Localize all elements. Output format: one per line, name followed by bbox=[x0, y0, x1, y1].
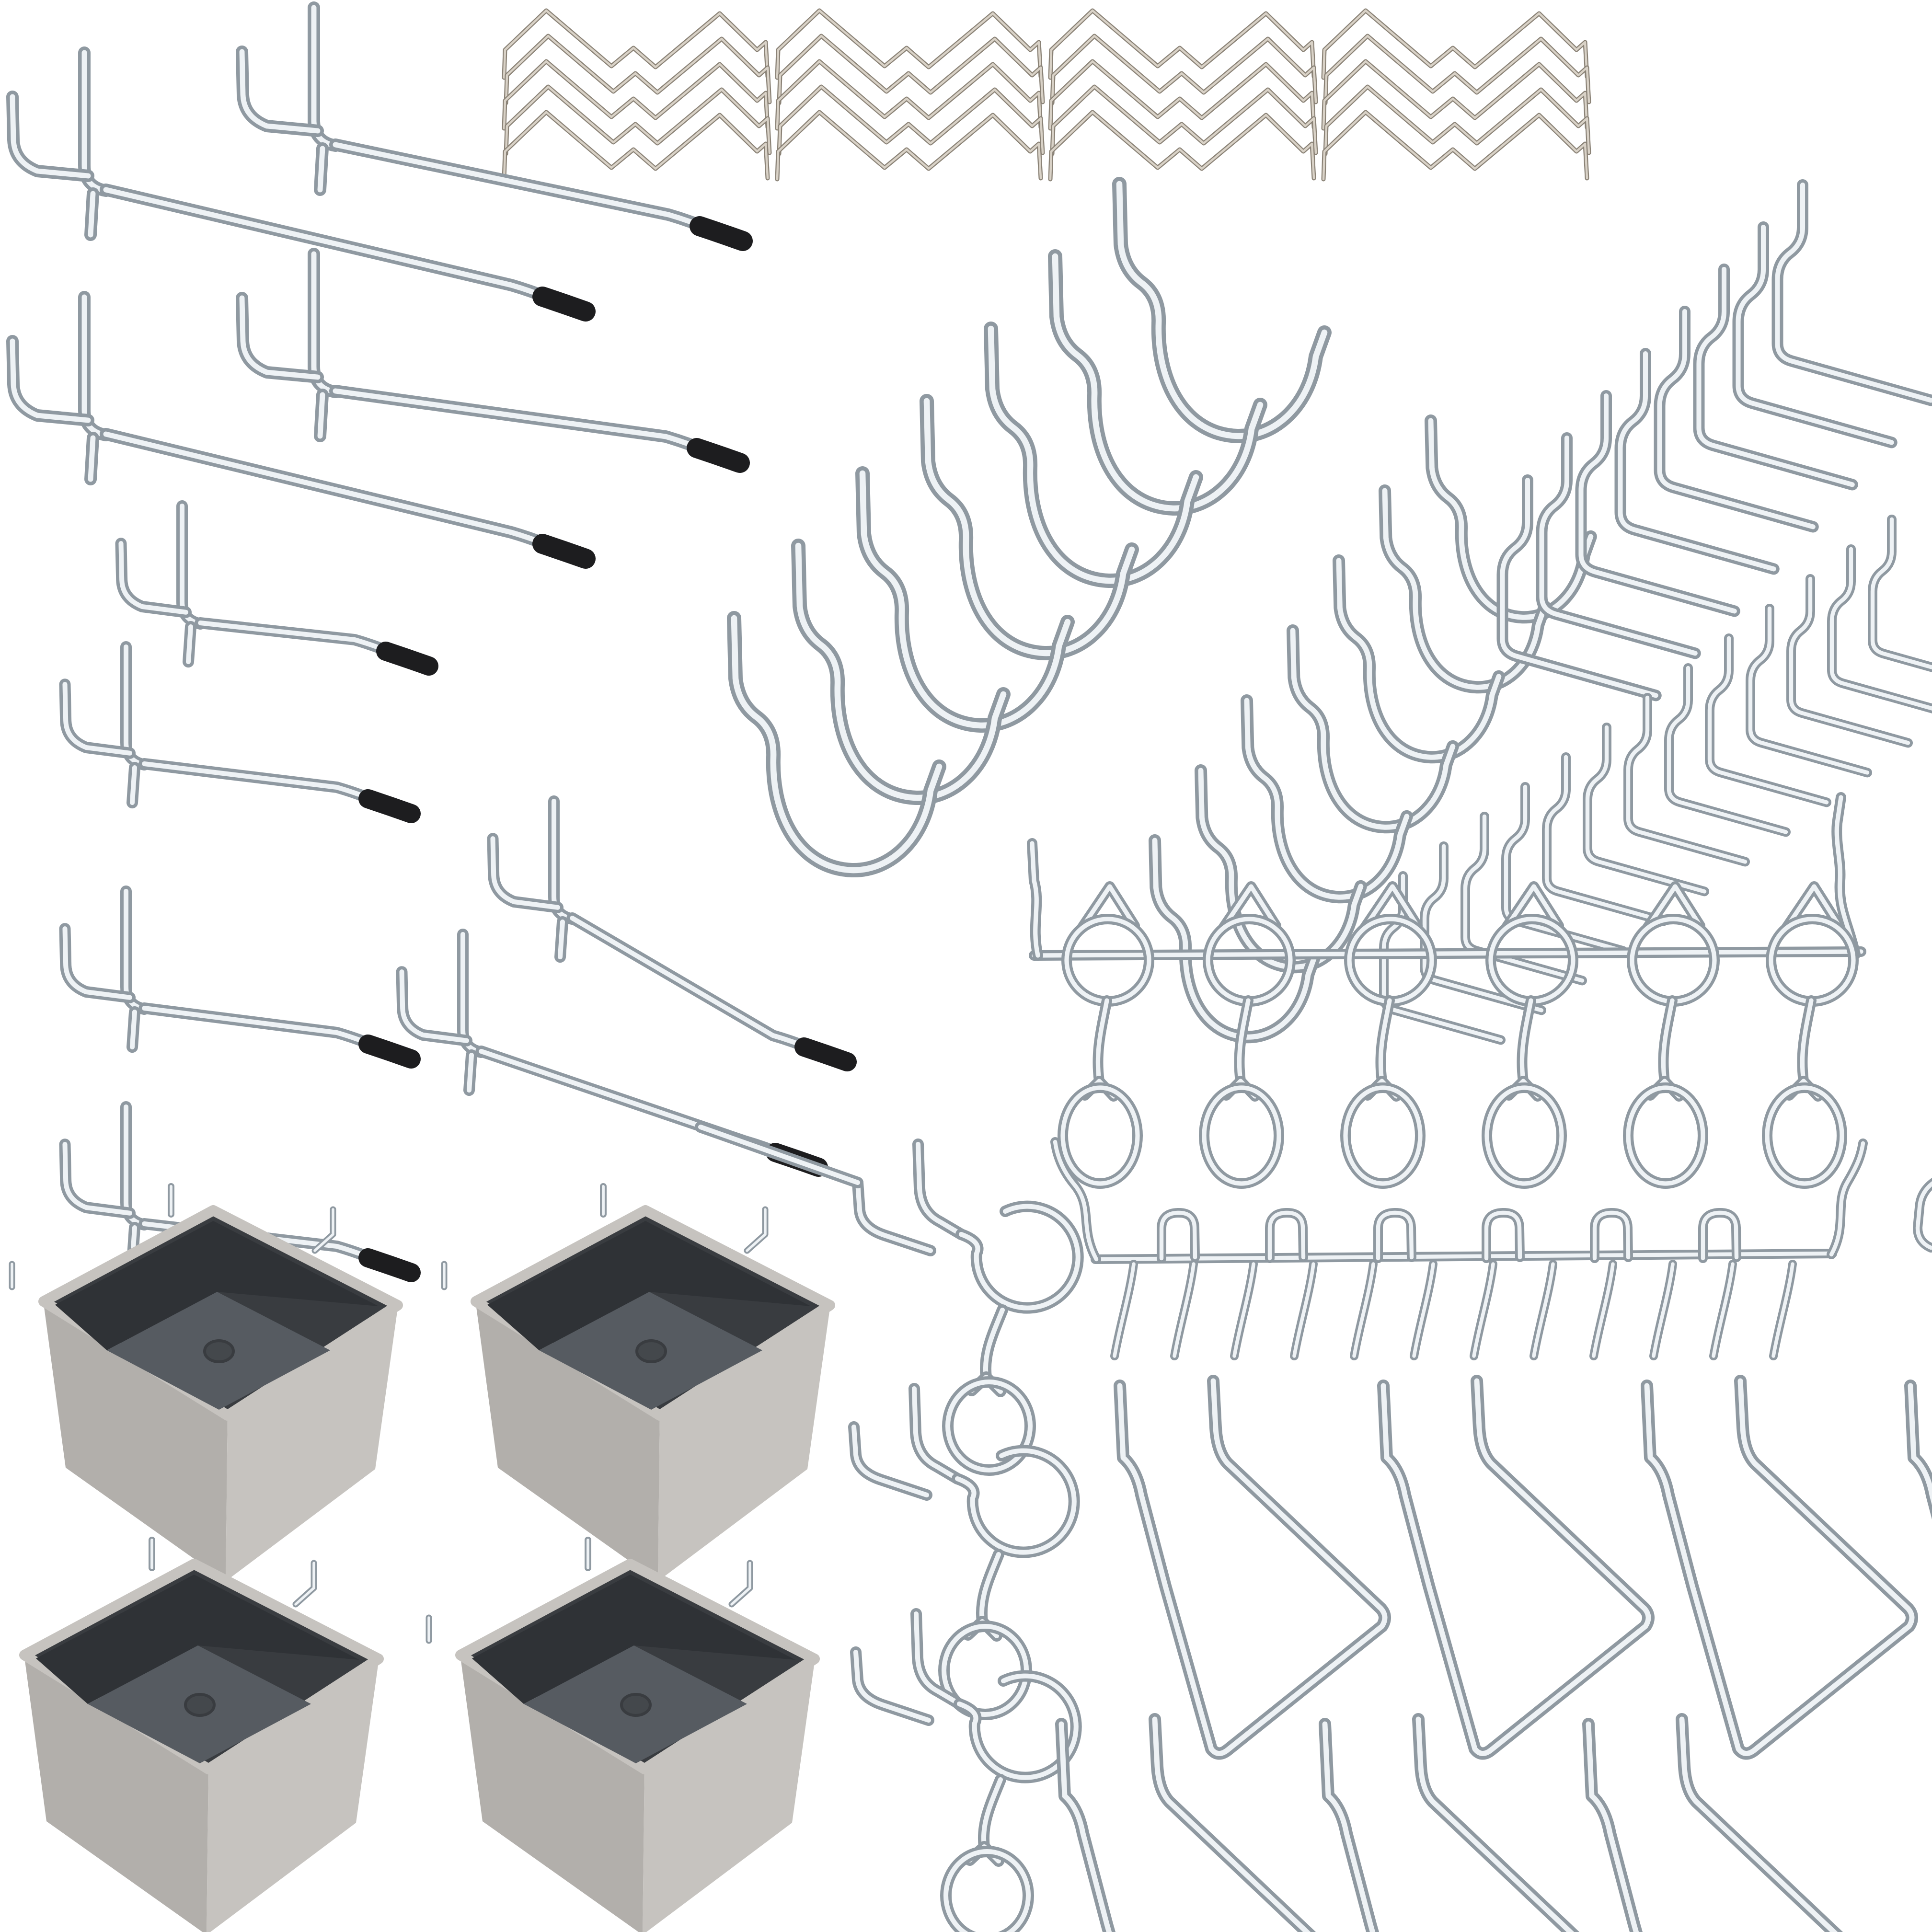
angled-l-hook bbox=[1623, 693, 1750, 867]
rack-loop bbox=[1482, 1208, 1525, 1263]
rack-prong bbox=[1290, 1260, 1318, 1360]
angled-l-hook bbox=[1614, 348, 1780, 575]
ring-hanger bbox=[1058, 881, 1154, 1189]
double-ring-hooks-group bbox=[695, 1121, 1084, 1932]
ring-hanger bbox=[1482, 881, 1578, 1189]
pegboard-hook bbox=[6, 46, 596, 322]
short-hooks-group bbox=[59, 500, 438, 1282]
rack-prong bbox=[1709, 1260, 1737, 1360]
pegboard-hook bbox=[115, 500, 438, 676]
angled-l-hook bbox=[1496, 474, 1662, 702]
v-hook bbox=[1904, 1380, 1932, 1520]
rack-loop bbox=[1698, 1208, 1741, 1263]
rack-prong bbox=[1649, 1260, 1677, 1360]
curved-j-hook bbox=[984, 322, 1203, 588]
ring-hanger bbox=[1762, 881, 1859, 1189]
curved-j-hook bbox=[1149, 834, 1321, 1044]
clip-stack bbox=[1321, 8, 1591, 182]
angled-l-hook bbox=[1501, 782, 1628, 956]
curved-j-hook bbox=[1048, 249, 1267, 516]
angled-l-hook bbox=[1583, 723, 1709, 897]
pegboard-hook bbox=[6, 291, 596, 569]
angled-l-hook bbox=[1575, 390, 1740, 617]
crossed-hooks-group bbox=[396, 795, 857, 1177]
rack-prong bbox=[1769, 1260, 1797, 1360]
rack-prong bbox=[1110, 1260, 1138, 1360]
curved-j-hook bbox=[1112, 177, 1332, 444]
pegboard-hook bbox=[487, 795, 857, 1071]
rack-loop bbox=[1590, 1208, 1633, 1263]
v-hook bbox=[1114, 1375, 1391, 1760]
pegboard-hook bbox=[236, 248, 750, 473]
plastic-bins-group bbox=[9, 1183, 835, 1932]
angled-l-hook bbox=[1786, 574, 1913, 748]
curved-j-hook bbox=[920, 394, 1139, 661]
angled-l-hook bbox=[1705, 633, 1831, 807]
rack-prong bbox=[1530, 1260, 1557, 1360]
rack-prong bbox=[1589, 1260, 1617, 1360]
v-hook bbox=[1377, 1375, 1655, 1760]
curved-j-hook bbox=[1379, 484, 1551, 694]
rack-prong bbox=[1410, 1260, 1438, 1360]
curved-j-hook bbox=[1333, 554, 1505, 764]
ring-hanger bbox=[1340, 881, 1437, 1189]
angled-l-hook bbox=[1693, 264, 1858, 491]
long-hooks-group bbox=[6, 1, 753, 569]
pegboard-hook bbox=[396, 929, 828, 1177]
curved-j-hook bbox=[727, 611, 946, 878]
angled-l-hook bbox=[1654, 306, 1819, 533]
rack-prong bbox=[1170, 1260, 1198, 1360]
angled-l-hook bbox=[1732, 221, 1898, 448]
rack-prong bbox=[1470, 1260, 1497, 1360]
v-hook bbox=[1582, 1713, 1843, 1932]
curved-j-hook bbox=[1241, 694, 1413, 904]
edge-hook-fragment bbox=[1913, 1178, 1932, 1253]
prong-tool-rack bbox=[1050, 1137, 1868, 1360]
curved-j-hook bbox=[791, 539, 1011, 805]
clip-stack bbox=[502, 8, 772, 182]
v-hook bbox=[1055, 1713, 1316, 1932]
pegboard-hook bbox=[236, 1, 753, 251]
v-hook bbox=[1641, 1375, 1918, 1760]
plastic-bin bbox=[441, 1183, 835, 1581]
spring-wire-clips-group bbox=[502, 8, 1591, 182]
l-hooks-small-group bbox=[1379, 515, 1932, 1253]
pegboard-hook bbox=[59, 886, 421, 1069]
angled-l-hook bbox=[1420, 841, 1546, 1015]
angled-l-hook bbox=[1542, 752, 1668, 926]
double-ring-hook bbox=[695, 1121, 1084, 1476]
angled-l-hook bbox=[1771, 179, 1932, 406]
clip-stack bbox=[775, 8, 1045, 182]
rack-loop bbox=[1265, 1208, 1308, 1263]
clip-stack bbox=[1048, 8, 1318, 182]
ring-hanger bbox=[1623, 881, 1720, 1189]
rack-prong bbox=[1350, 1260, 1378, 1360]
angled-l-hook bbox=[1827, 544, 1932, 713]
curved-j-hook bbox=[1287, 624, 1459, 834]
angled-l-hook bbox=[1536, 432, 1701, 659]
curved-j-hook bbox=[1425, 414, 1597, 624]
pegboard-hook bbox=[59, 641, 421, 823]
curved-j-hook bbox=[855, 466, 1075, 733]
ring-hanger-bar bbox=[1027, 792, 1866, 1189]
l-hooks-large-group bbox=[1496, 179, 1932, 702]
plastic-bin bbox=[426, 1537, 820, 1932]
plastic-bin bbox=[9, 1183, 403, 1581]
rack-loop bbox=[1157, 1208, 1200, 1263]
double-ring-hook bbox=[848, 1383, 1080, 1720]
angled-l-hook bbox=[1868, 515, 1932, 672]
angled-l-hook bbox=[1746, 604, 1872, 778]
v-hook bbox=[1319, 1713, 1580, 1932]
angled-l-hook bbox=[1460, 812, 1587, 986]
rack-prong bbox=[1230, 1260, 1258, 1360]
plastic-bin bbox=[19, 1537, 384, 1932]
v-hooks-group bbox=[1055, 1375, 1932, 1932]
ring-hanger bbox=[1199, 881, 1296, 1189]
double-ring-hook bbox=[850, 1608, 1082, 1932]
angled-l-hook bbox=[1664, 663, 1791, 837]
j-hooks-large-group bbox=[727, 177, 1332, 878]
rack-loop bbox=[1373, 1208, 1416, 1263]
